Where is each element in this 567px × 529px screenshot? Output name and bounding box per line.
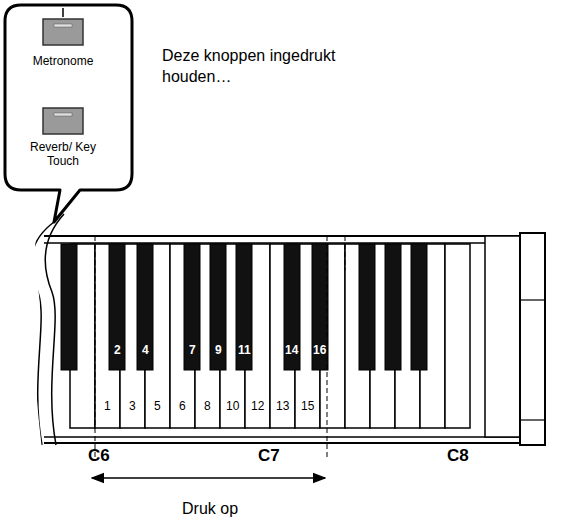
black-key bbox=[236, 244, 252, 370]
black-key bbox=[359, 244, 375, 370]
key-number: 3 bbox=[129, 400, 136, 414]
key-number: 12 bbox=[251, 400, 264, 414]
key-number: 1 bbox=[104, 400, 111, 414]
black-key bbox=[385, 244, 401, 370]
guide-line bbox=[345, 236, 346, 270]
callout-bubble bbox=[5, 5, 132, 222]
tick-mark bbox=[62, 8, 64, 17]
key-number: 10 bbox=[226, 400, 239, 414]
white-key bbox=[445, 244, 470, 428]
keyboard bbox=[0, 230, 545, 450]
guide-line bbox=[327, 236, 328, 460]
range-arrow bbox=[92, 477, 325, 479]
button-led bbox=[54, 24, 72, 27]
button-label: Metronome bbox=[23, 55, 103, 69]
black-key bbox=[137, 244, 153, 370]
keybed-line bbox=[44, 436, 545, 438]
button-led bbox=[54, 113, 72, 116]
cheek-line bbox=[520, 419, 545, 420]
cheek-line bbox=[520, 299, 545, 300]
key-number: 5 bbox=[154, 400, 161, 414]
frame-line bbox=[44, 235, 520, 237]
key-number: 2 bbox=[114, 344, 121, 358]
callout-box: MetronomeReverb/ Key Touch bbox=[5, 5, 132, 190]
instruction-text: Deze knoppen ingedrukt houden… bbox=[162, 46, 362, 88]
action-text: Druk op bbox=[182, 500, 238, 518]
side-cheek bbox=[520, 233, 545, 445]
end-block bbox=[485, 236, 520, 437]
button-label: Reverb/ Key Touch bbox=[23, 141, 103, 169]
note-name: C8 bbox=[447, 446, 469, 466]
black-key bbox=[411, 244, 427, 370]
key-number: 4 bbox=[142, 344, 149, 358]
black-key bbox=[184, 244, 200, 370]
break-cover bbox=[0, 230, 42, 450]
black-key bbox=[284, 244, 300, 370]
key-number: 6 bbox=[179, 400, 186, 414]
key-number: 13 bbox=[276, 400, 289, 414]
key-number: 8 bbox=[204, 400, 211, 414]
reverb-button bbox=[43, 108, 83, 134]
key-number: 9 bbox=[215, 344, 222, 358]
metronome-button bbox=[43, 19, 83, 45]
key-number: 11 bbox=[238, 344, 251, 358]
key-number: 7 bbox=[189, 344, 196, 358]
note-name: C6 bbox=[88, 446, 110, 466]
black-key bbox=[109, 244, 125, 370]
note-name: C7 bbox=[258, 446, 280, 466]
guide-line bbox=[95, 236, 96, 460]
black-key bbox=[210, 244, 226, 370]
keybed-line bbox=[44, 442, 545, 444]
black-key bbox=[312, 244, 328, 370]
black-key bbox=[61, 244, 77, 370]
key-number: 14 bbox=[285, 344, 298, 358]
key-number: 16 bbox=[313, 344, 326, 358]
key-number: 15 bbox=[301, 400, 314, 414]
